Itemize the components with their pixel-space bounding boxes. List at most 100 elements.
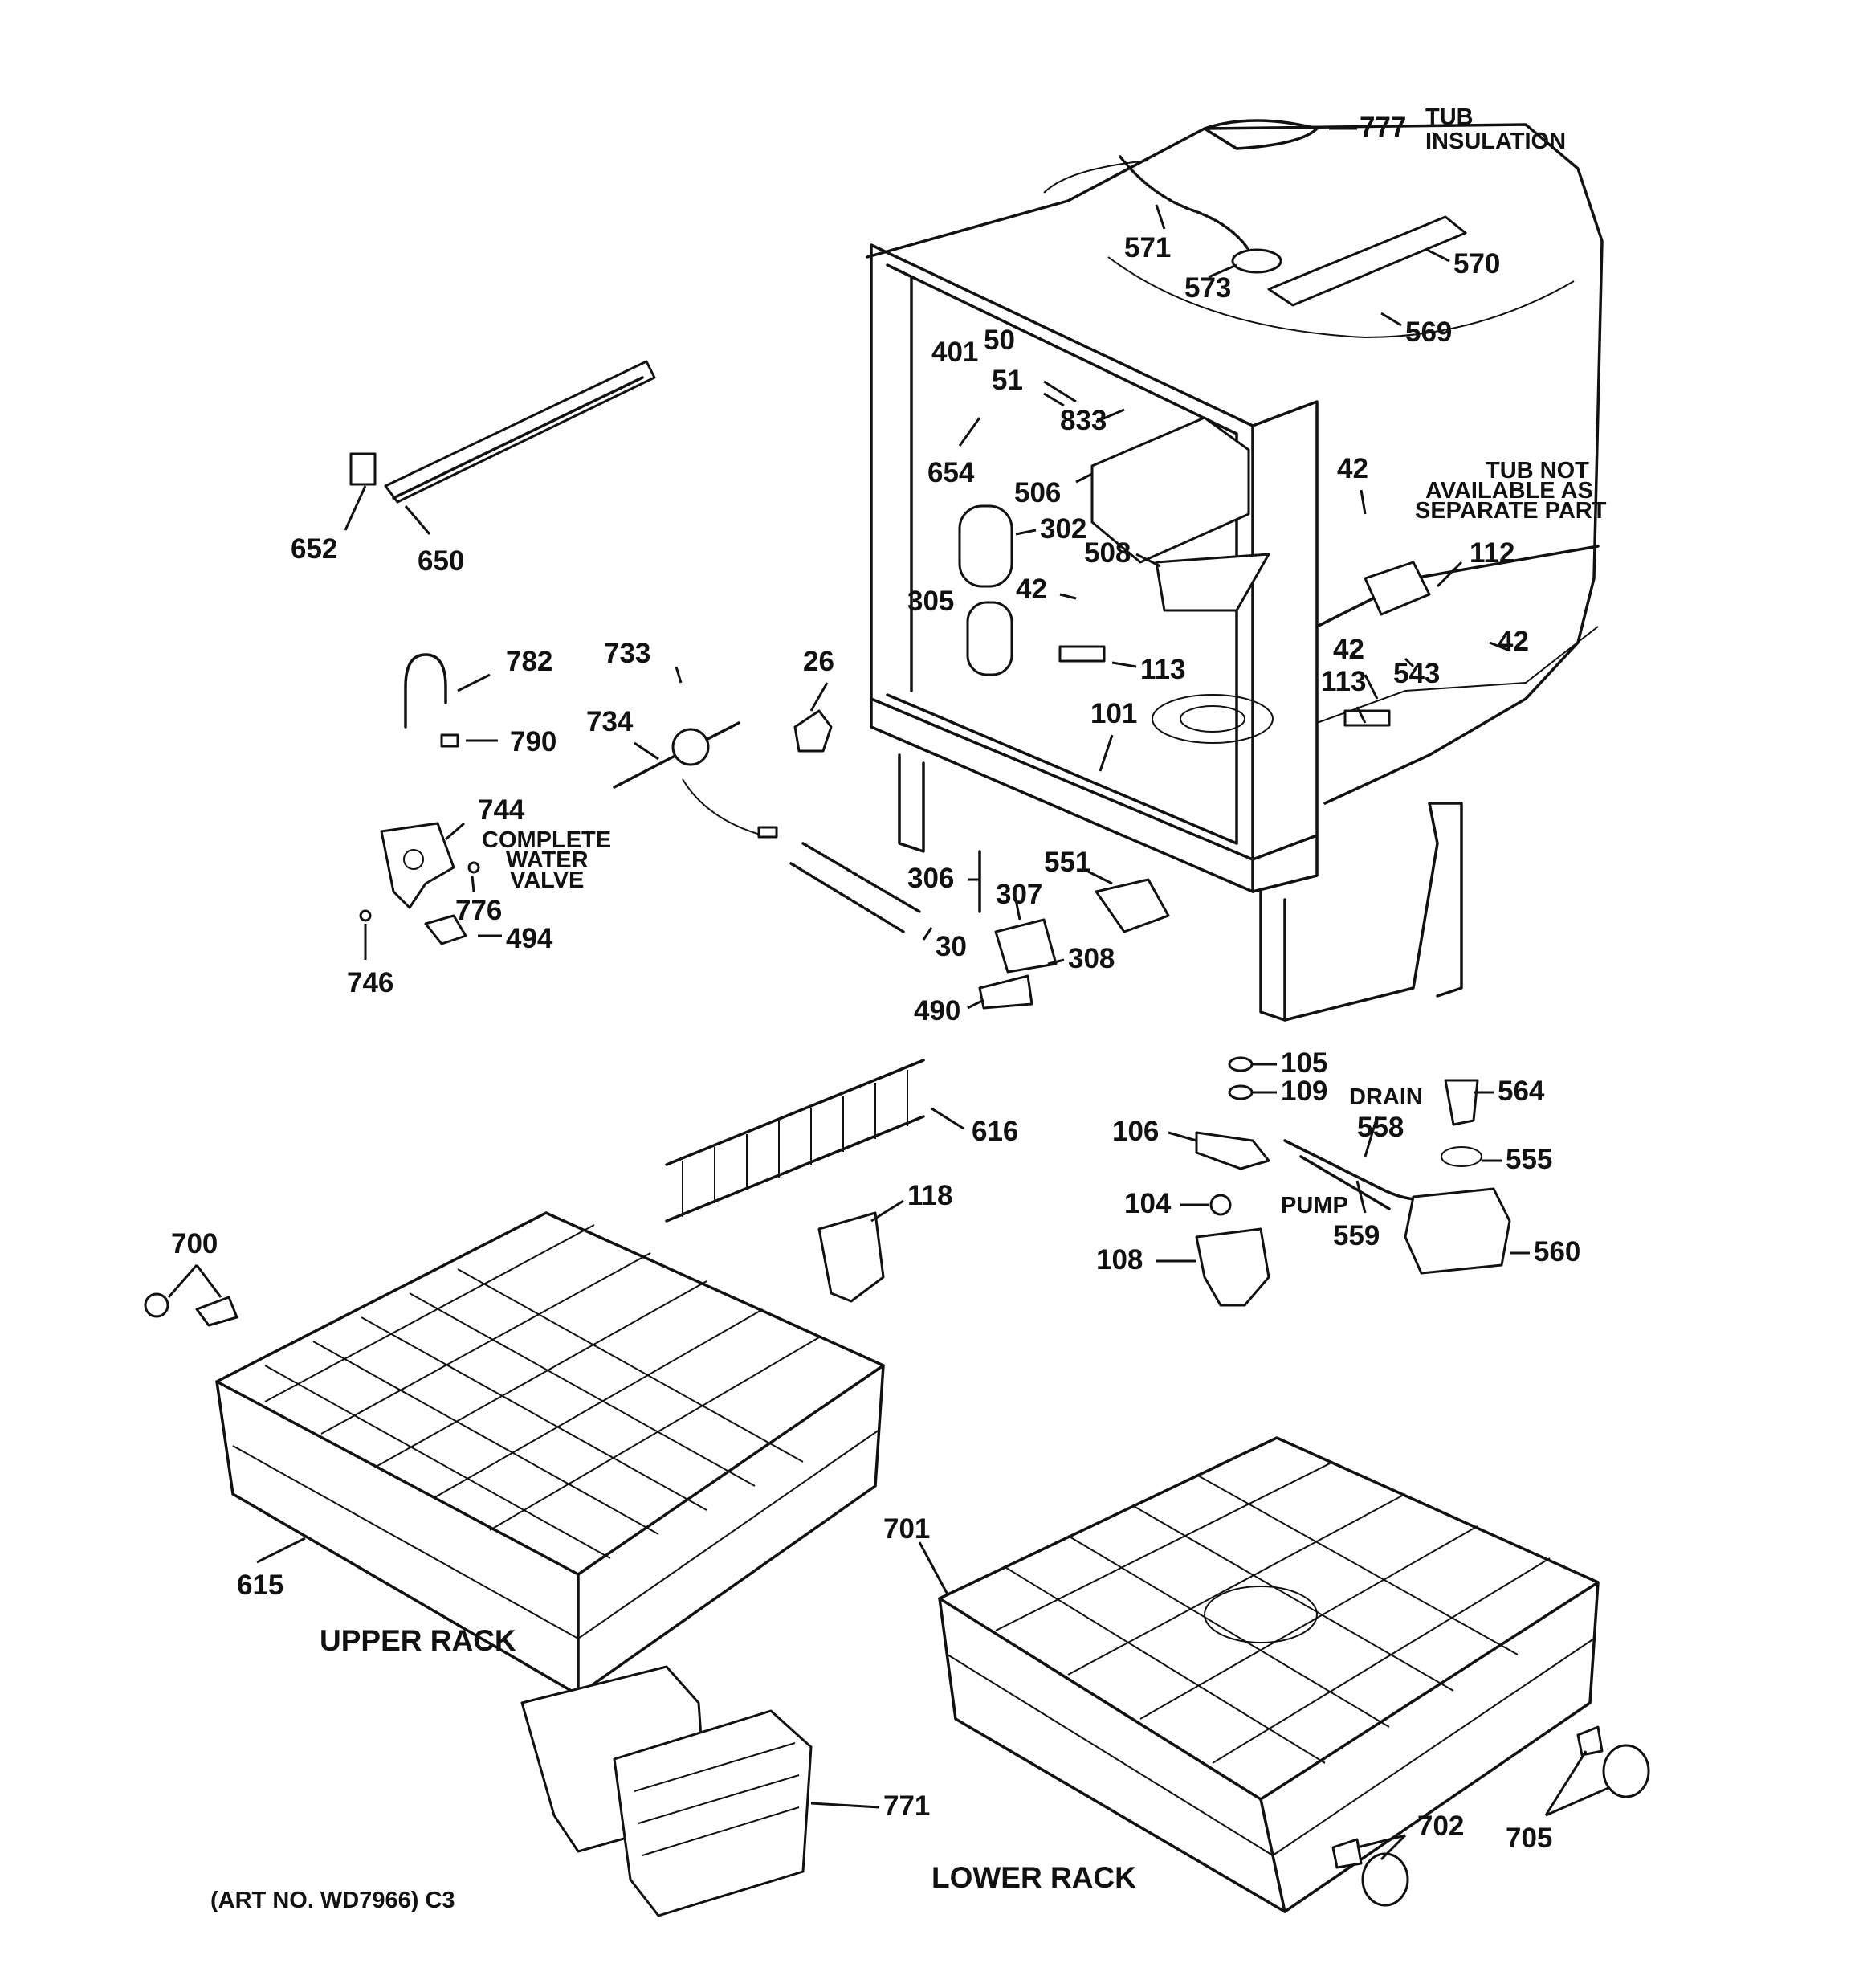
- label-571: 571: [1124, 232, 1171, 263]
- label-543: 543: [1393, 658, 1440, 689]
- caption-valve-line2: WATER: [506, 847, 589, 873]
- label-106: 106: [1112, 1116, 1159, 1147]
- wheel-702: [1361, 1852, 1409, 1907]
- label-113a: 113: [1140, 654, 1185, 685]
- label-650: 650: [418, 545, 464, 577]
- ring-555: [1441, 1146, 1482, 1167]
- label-42d: 42: [1333, 634, 1364, 665]
- label-101: 101: [1090, 698, 1137, 729]
- label-105: 105: [1281, 1047, 1327, 1079]
- part-118: [817, 1211, 885, 1303]
- label-109: 109: [1281, 1076, 1327, 1107]
- label-705: 705: [1506, 1823, 1552, 1854]
- sump-560: [1404, 1187, 1511, 1275]
- silverware-basket-771: [520, 1665, 813, 1917]
- part-108: [1195, 1227, 1270, 1307]
- clamp-790: [440, 733, 459, 748]
- caption-tub-insulation-line1: TUB: [1425, 104, 1474, 130]
- label-771: 771: [883, 1790, 930, 1822]
- water-valve-744: [380, 822, 455, 909]
- part-number-labels: 777 571 573 570 569 401 50 51 833 654 50…: [171, 112, 1580, 1854]
- label-559: 559: [1333, 1220, 1380, 1251]
- label-560: 560: [1534, 1236, 1580, 1268]
- hose-782: [404, 653, 447, 729]
- lower-rack-701: [938, 1436, 1600, 1913]
- upper-rack-615: [215, 1211, 885, 1696]
- label-551: 551: [1044, 847, 1090, 878]
- washer-109: [1228, 1084, 1254, 1100]
- wheel-705: [1602, 1744, 1650, 1798]
- part-106: [1195, 1131, 1270, 1170]
- rack-divider-616: [665, 1059, 925, 1223]
- label-570: 570: [1453, 248, 1500, 280]
- label-790: 790: [510, 726, 556, 757]
- label-701: 701: [883, 1513, 930, 1545]
- screw-746: [359, 909, 372, 922]
- label-777: 777: [1360, 112, 1406, 143]
- label-30: 30: [936, 931, 967, 962]
- caption-tub-not-line3: SEPARATE PART: [1415, 498, 1607, 524]
- label-308: 308: [1068, 943, 1115, 974]
- wheel-700: [144, 1292, 169, 1318]
- label-616: 616: [972, 1116, 1018, 1147]
- label-782: 782: [506, 646, 552, 677]
- caption-valve-line1: COMPLETE: [482, 827, 611, 853]
- caption-lower-rack: LOWER RACK: [932, 1861, 1136, 1894]
- label-558: 558: [1357, 1112, 1404, 1143]
- label-700: 700: [171, 1228, 218, 1259]
- label-702: 702: [1417, 1810, 1464, 1842]
- part-26: [793, 709, 833, 753]
- label-42b: 42: [1337, 453, 1368, 484]
- part-490: [978, 974, 1033, 1010]
- stop-652: [349, 452, 377, 486]
- caption-upper-rack: UPPER RACK: [320, 1624, 516, 1657]
- label-401: 401: [932, 337, 978, 368]
- label-508: 508: [1084, 537, 1131, 569]
- label-494: 494: [506, 923, 553, 954]
- label-833: 833: [1060, 405, 1107, 436]
- caption-pump: PUMP: [1281, 1193, 1348, 1219]
- captions: TUB INSULATION TUB NOT AVAILABLE AS SEPA…: [210, 104, 1607, 1913]
- label-113b: 113: [1321, 666, 1366, 697]
- caption-art-number: (ART NO. WD7966) C3: [210, 1888, 455, 1913]
- label-654: 654: [927, 457, 975, 488]
- part-551: [1095, 878, 1170, 933]
- label-744: 744: [478, 794, 525, 826]
- label-51: 51: [992, 365, 1023, 396]
- caption-tub-not-line2: AVAILABLE AS: [1425, 478, 1593, 504]
- label-776: 776: [455, 895, 502, 926]
- label-490: 490: [914, 995, 960, 1027]
- tub-assembly: [866, 119, 1604, 1022]
- label-734: 734: [586, 706, 634, 737]
- label-564: 564: [1498, 1076, 1545, 1107]
- label-615: 615: [237, 1570, 283, 1601]
- label-42c: 42: [1498, 626, 1529, 657]
- label-302: 302: [1040, 513, 1086, 545]
- caption-valve-line3: VALVE: [510, 867, 584, 893]
- part-494: [424, 914, 467, 945]
- screw-776: [467, 861, 480, 874]
- label-573: 573: [1184, 272, 1231, 304]
- rail-650: [384, 360, 656, 504]
- caption-drain: DRAIN: [1349, 1084, 1423, 1110]
- label-26: 26: [803, 646, 834, 677]
- leader-lines: [167, 127, 1611, 1861]
- motor-734: [613, 721, 778, 839]
- caption-tub-not-line1: TUB NOT: [1486, 458, 1589, 484]
- part-307: [994, 918, 1058, 974]
- label-306: 306: [907, 863, 954, 894]
- label-305: 305: [907, 586, 954, 617]
- label-104: 104: [1124, 1188, 1172, 1219]
- washer-105: [1228, 1056, 1254, 1072]
- label-112: 112: [1470, 537, 1514, 569]
- label-506: 506: [1014, 477, 1061, 508]
- label-555: 555: [1506, 1144, 1552, 1175]
- springs-30: [789, 842, 921, 933]
- label-746: 746: [347, 967, 393, 998]
- label-118: 118: [907, 1180, 952, 1211]
- label-307: 307: [996, 879, 1042, 910]
- label-733: 733: [604, 638, 650, 669]
- label-108: 108: [1096, 1244, 1143, 1276]
- label-50: 50: [984, 325, 1015, 356]
